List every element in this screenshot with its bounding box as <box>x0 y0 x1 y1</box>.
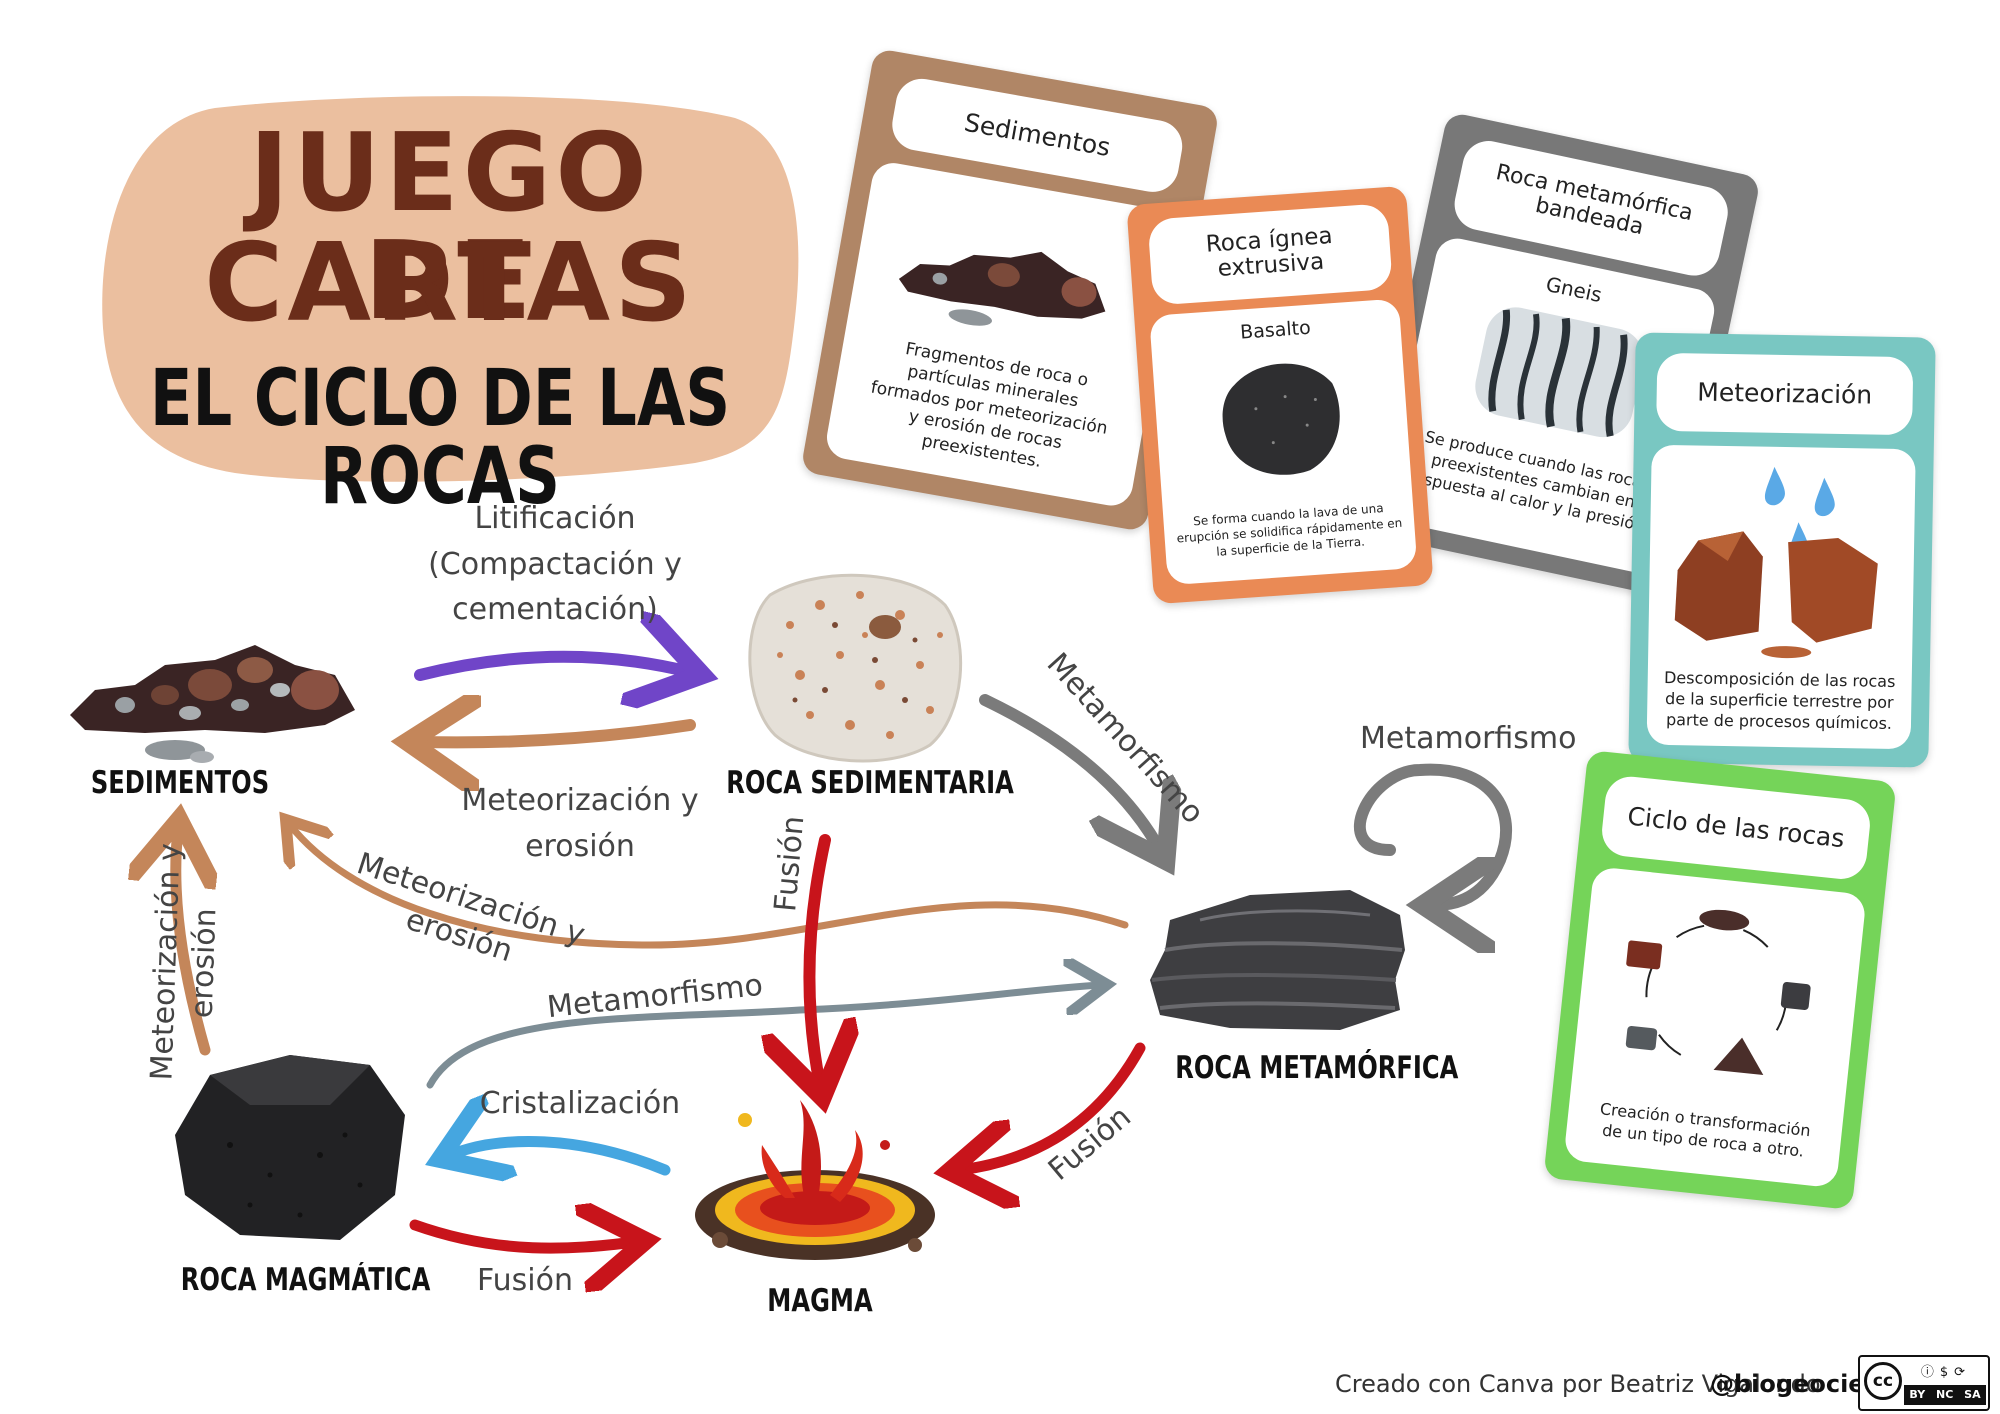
gneiss-icon <box>1475 307 1644 438</box>
cc-license-icon: cc ⓘ$⟳ BY NC SA <box>1858 1355 1990 1411</box>
card-ciclo-title: Ciclo de las rocas <box>1599 774 1873 882</box>
subtitle: EL CICLO DE LAS ROCAS <box>149 354 731 522</box>
label-meteorizacion-top: Meteorización y erosión <box>455 782 705 865</box>
cc-sa: SA <box>1964 1388 1981 1401</box>
node-roca-metamorfica: ROCA METAMÓRFICA <box>1175 1050 1459 1086</box>
label-meteorizacion-left: Meteorización y erosión <box>143 836 227 1088</box>
card-sediment-icon <box>898 251 1106 326</box>
arrow-meteorizacion-left <box>176 830 205 1056</box>
arrow-fusion-right <box>960 1042 1146 1170</box>
node-roca-sedimentaria: ROCA SEDIMENTARIA <box>726 765 1014 801</box>
arrow-meteorizacion-top <box>420 725 696 742</box>
card-meteorizacion[interactable]: Meteorización Descomposición de las roca… <box>1628 332 1936 768</box>
card-meteorizacion-desc: Descomposición de las rocas de la superf… <box>1652 667 1907 734</box>
card-ciclo[interactable]: Ciclo de las rocas Creación o transforma… <box>1543 749 1897 1211</box>
magma-splash-icon <box>695 1100 935 1260</box>
arrow-fusion-center <box>809 834 825 1085</box>
label-litificacion: Litificación (Compactación y cementación… <box>425 500 685 629</box>
card-sedimentos-body: Fragmentos de roca o partículas minerale… <box>823 159 1181 509</box>
card-sedimentos-desc: Fragmentos de roca o partículas minerale… <box>842 330 1137 487</box>
arrow-cristalizacion <box>450 1141 671 1170</box>
metamorphic-rock-icon <box>1150 890 1405 1030</box>
title-line-2: CARTAS <box>204 221 696 346</box>
title-background-blob <box>102 96 799 482</box>
card-metamorfica-body: Gneis Se produce cuando las rocas preexi… <box>1380 234 1719 578</box>
card-ciclo-body: Creación o transformación de un tipo de … <box>1563 866 1867 1189</box>
arrow-meteorizacion-long <box>290 825 1129 949</box>
arrow-fusion-bottom <box>409 1225 635 1248</box>
label-litificacion-line3: cementación) <box>452 592 658 627</box>
card-meteorizacion-body: Descomposición de las rocas de la superf… <box>1646 444 1916 750</box>
arrow-metamorfismo-low <box>426 985 1100 1089</box>
card-meteorizacion-desc-3: parte de procesos químicos. <box>1665 710 1893 733</box>
card-ciclo-desc: Creación o transformación de un tipo de … <box>1576 1096 1833 1164</box>
label-meteorizacion-top-line2: erosión <box>525 828 635 864</box>
arrow-metamorfismo-loop <box>1354 763 1513 905</box>
title-line-1: JUEGO DE <box>248 111 652 344</box>
node-roca-magmatica: ROCA MAGMÁTICA <box>180 1262 431 1298</box>
label-metamorfismo-loop: Metamorfismo <box>1360 721 1577 756</box>
basalt-icon <box>1222 363 1340 475</box>
cc-terms: BY NC SA <box>1904 1385 1986 1405</box>
label-meteorizacion-top-line1: Meteorización y <box>461 783 699 818</box>
card-ignea-desc: Se forma cuando la lava de una erupción … <box>1168 498 1411 563</box>
card-meteorizacion-title: Meteorización <box>1656 352 1914 436</box>
cc-by: BY <box>1909 1388 1926 1401</box>
node-magma: MAGMA <box>767 1283 873 1319</box>
magmatic-rock-icon <box>175 1055 405 1240</box>
sedimentary-rock-icon <box>748 573 963 763</box>
label-litificacion-line2: (Compactación y <box>428 546 682 582</box>
label-litificacion-line1: Litificación <box>474 501 636 536</box>
card-ignea-sub: Basalto <box>1239 316 1312 344</box>
sediment-pile-icon <box>70 645 355 763</box>
arrow-litificacion <box>414 657 690 675</box>
card-sedimentos[interactable]: Sedimentos Fragmentos de roca o partícul… <box>800 47 1220 533</box>
mini-cycle-icon <box>1625 909 1811 1076</box>
label-cristalizacion: Cristalización <box>479 1086 681 1121</box>
cc-nc: NC <box>1936 1388 1954 1401</box>
arrow-metamorfismo-diagonal <box>979 694 1160 850</box>
cc-logo: cc <box>1864 1362 1902 1400</box>
footer-credit: Creado con Canva por Beatriz Vigalondo <box>1335 1370 1821 1398</box>
water-drop-icon <box>1674 466 1878 659</box>
card-ignea[interactable]: Roca ígnea extrusiva Basalto Se forma cu… <box>1126 185 1434 605</box>
cc-symbols: ⓘ$⟳ <box>1920 1365 1972 1380</box>
card-ignea-title: Roca ígnea extrusiva <box>1147 203 1393 306</box>
node-sedimentos: SEDIMENTOS <box>90 765 270 801</box>
card-ignea-body: Basalto Se forma cuando la lava de una e… <box>1149 298 1418 586</box>
label-fusion-bottom: Fusión <box>477 1263 573 1298</box>
card-metamorfica[interactable]: Roca metamórfica bandeada Gneis Se produ… <box>1358 111 1762 599</box>
